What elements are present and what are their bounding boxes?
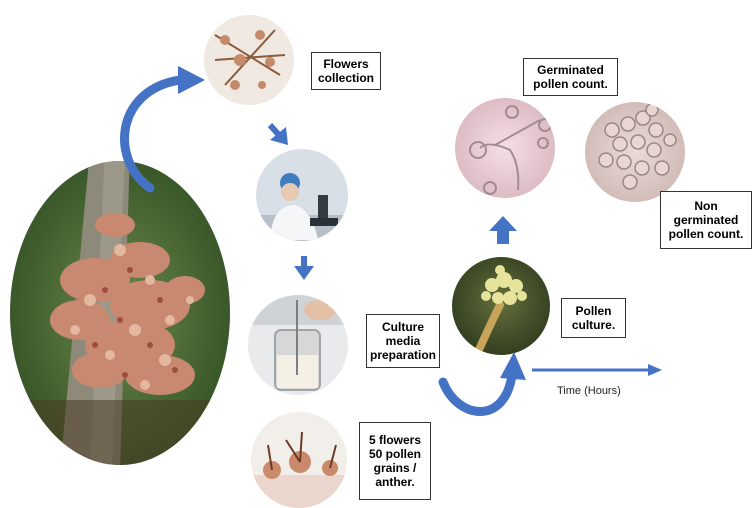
step1-flowers-collection-photo — [204, 15, 294, 105]
pollen-culture-micrograph — [452, 257, 550, 355]
curved-arrow-to-collection — [125, 66, 205, 188]
germinated-pollen-micrograph — [455, 98, 555, 198]
time-axis-arrow — [532, 364, 662, 376]
label-pollen-culture: Pollen culture. — [561, 298, 626, 338]
main-photo-cacao-tree — [10, 150, 230, 470]
label-non-germinated-pollen-count: Non germinated pollen count. — [660, 191, 752, 249]
arrow-down-1 — [270, 125, 288, 145]
curved-arrow-to-culture — [443, 352, 526, 412]
label-flowers-collection: Flowers collection — [311, 52, 381, 90]
label-time-hours: Time (Hours) — [557, 385, 621, 397]
arrow-up-to-germinated — [489, 216, 517, 244]
label-culture-media-preparation: Culture media preparation — [366, 314, 440, 368]
label-germinated-pollen-count: Germinated pollen count. — [523, 58, 618, 96]
arrow-down-2 — [294, 256, 314, 280]
label-five-flowers-pollen-grains: 5 flowers 50 pollen grains / anther. — [359, 422, 431, 500]
step2-scientist-microscope-photo — [256, 149, 348, 245]
step4-dissected-flowers-photo — [251, 412, 347, 508]
step3-culture-media-photo — [248, 295, 348, 395]
non-germinated-pollen-micrograph — [585, 102, 685, 202]
